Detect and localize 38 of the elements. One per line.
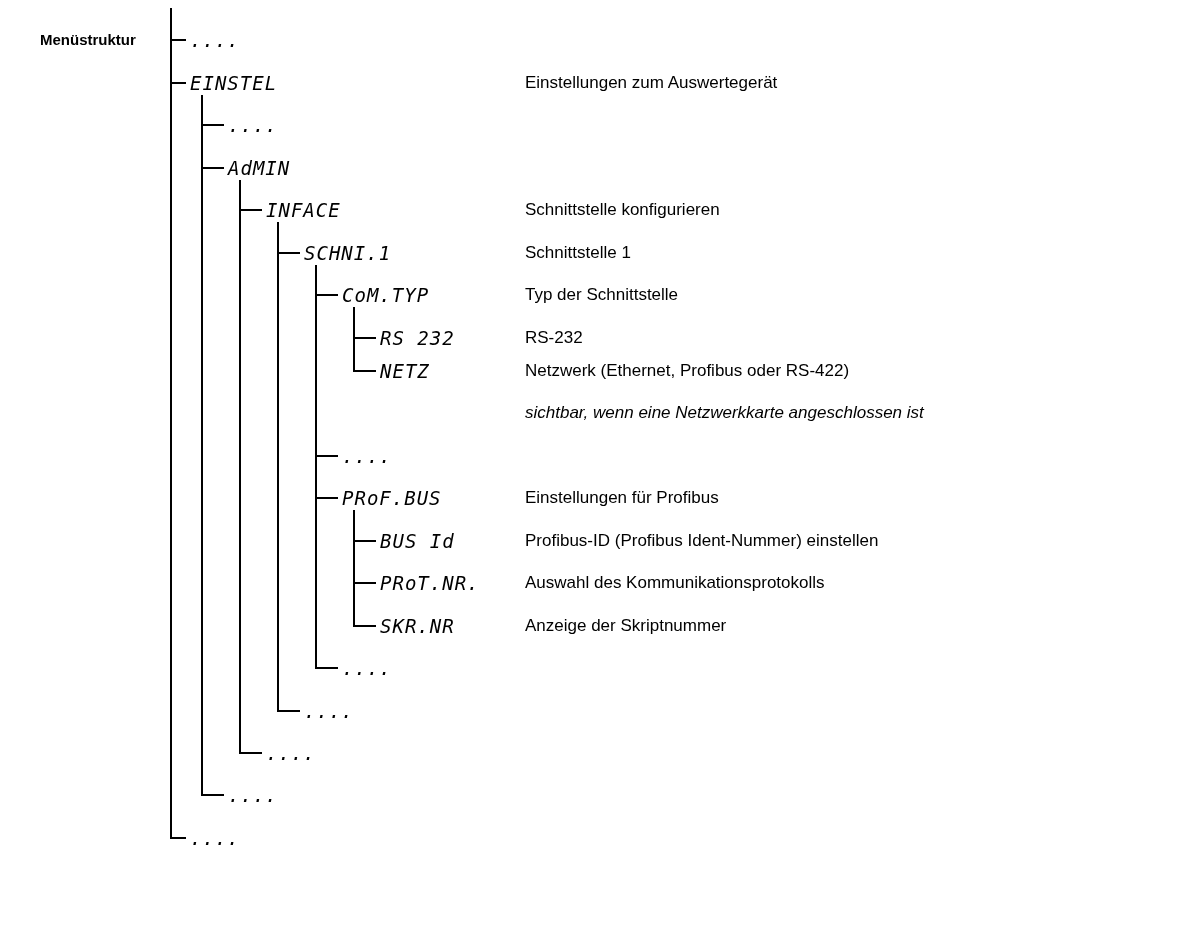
tree-line — [353, 306, 377, 372]
menu-item: SKR.NR — [380, 614, 455, 638]
menu-item: .... — [228, 783, 278, 807]
menu-item: .... — [342, 656, 392, 680]
menu-item: .... — [266, 741, 316, 765]
tree-line — [277, 221, 301, 712]
menu-description: Anzeige der Skriptnummer — [525, 615, 727, 637]
menu-item: .... — [190, 826, 240, 850]
note-text: sichtbar, wenn eine Netzwerkkarte angeschlossen ist — [525, 402, 924, 424]
menu-description: Netzwerk (Ethernet, Profibus oder RS-422) — [525, 360, 850, 382]
menu-description: Schnittstelle 1 — [525, 242, 631, 264]
menu-description: Typ der Schnittstelle — [525, 284, 679, 306]
menu-description: Schnittstelle konfigurieren — [525, 199, 720, 221]
tree-line — [170, 7, 187, 839]
menu-description: Einstellungen zum Auswertegerät — [525, 72, 778, 94]
menu-item: .... — [190, 28, 240, 52]
tree-line — [353, 509, 377, 627]
tree-line — [315, 264, 339, 669]
menu-item: RS 232 — [380, 326, 455, 350]
menu-item: CoM.TYP — [342, 283, 430, 307]
menu-item: AdMIN — [228, 156, 291, 180]
menu-description: RS-232 — [525, 327, 583, 349]
menu-item: .... — [342, 444, 392, 468]
menu-item: PRoT.NR. — [380, 571, 480, 595]
tree-line — [239, 179, 263, 754]
menu-description: Auswahl des Kommunikationsprotokolls — [525, 572, 825, 594]
menu-item: INFACE — [266, 198, 341, 222]
menu-item: .... — [304, 699, 354, 723]
menu-item: PRoF.BUS — [342, 486, 442, 510]
menu-item: BUS Id — [380, 529, 455, 553]
menu-description: Profibus-ID (Profibus Ident-Nummer) einstellen — [525, 530, 879, 552]
tree-line — [201, 94, 225, 796]
menu-item: .... — [228, 113, 278, 137]
menu-item: SCHNI.1 — [304, 241, 392, 265]
menu-item: NETZ — [380, 359, 430, 383]
menu-item: EINSTEL — [190, 71, 278, 95]
menu-description: Einstellungen für Profibus — [525, 487, 719, 509]
diagram-title: Menüstruktur — [40, 30, 136, 50]
